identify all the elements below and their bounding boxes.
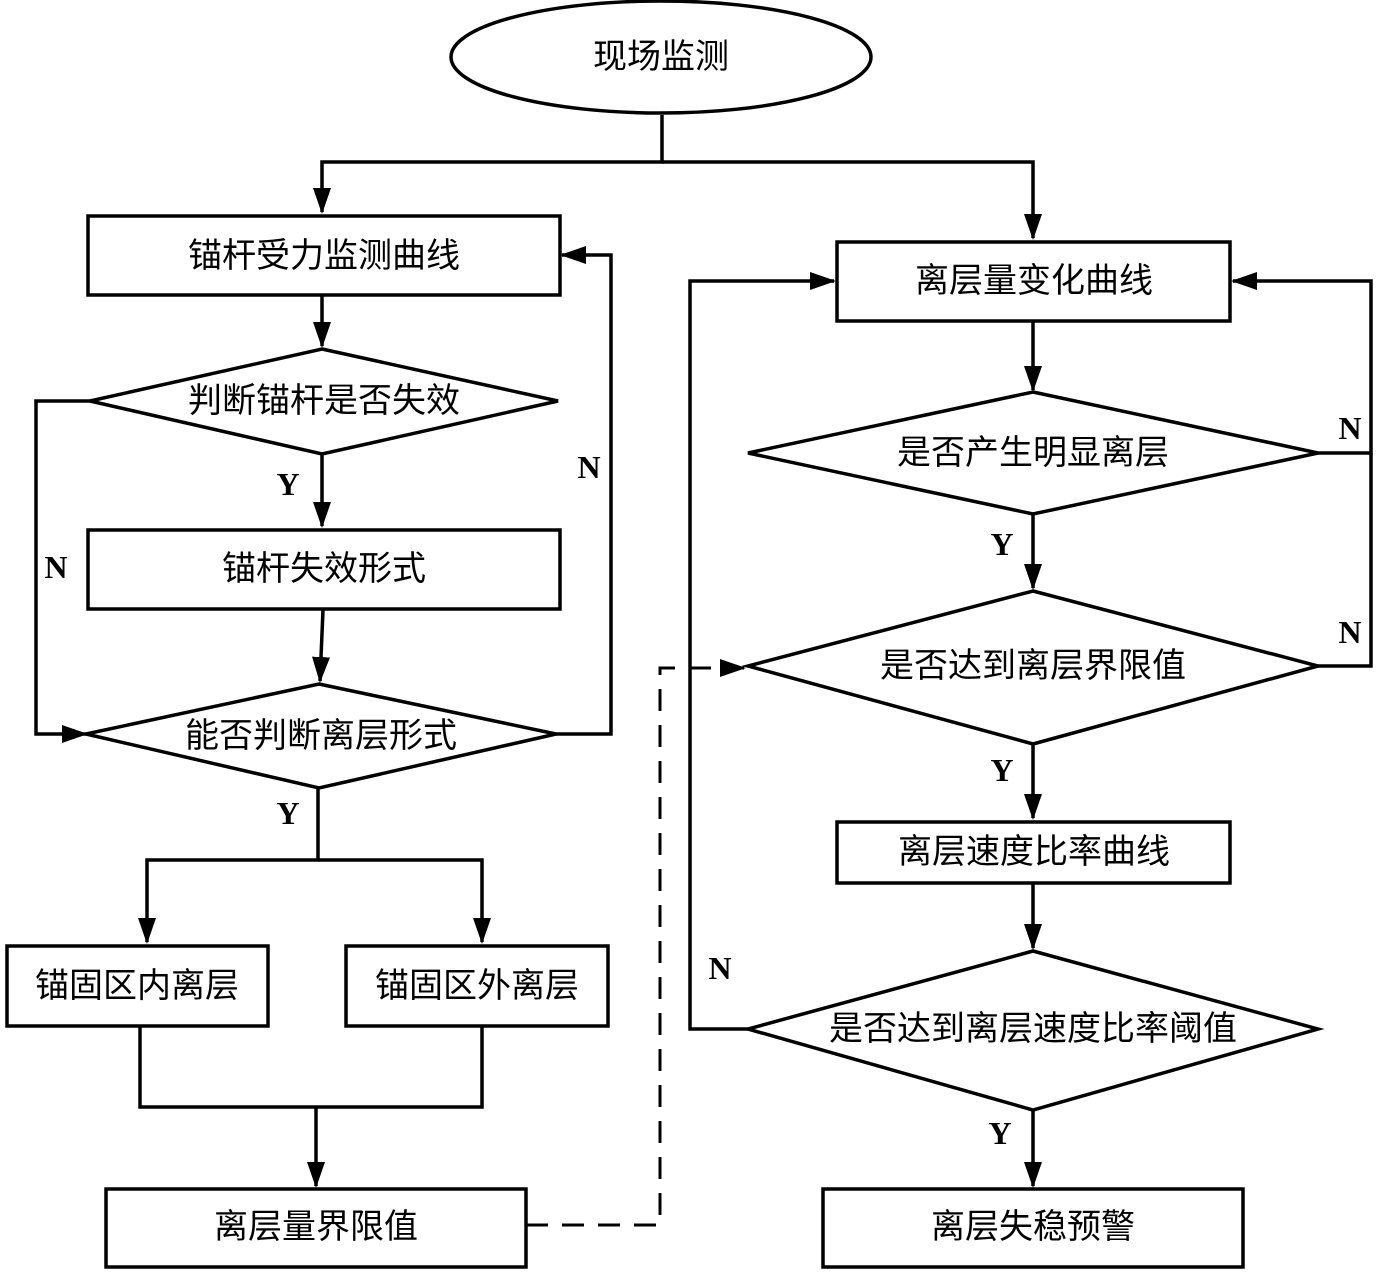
label-obvious-yes: Y [990,526,1013,562]
sep-form-decision-label: 能否判断离层形式 [185,716,457,756]
edge-start-right [662,162,1033,238]
inside-zone-label: 锚固区内离层 [35,966,239,1006]
label-bolt-fail-no: N [44,549,67,585]
label-limit-no: N [1338,614,1361,650]
bolt-fail-decision-label: 判断锚杆是否失效 [188,381,460,421]
warning-label: 离层失稳预警 [931,1207,1135,1247]
outside-zone-label: 锚固区外离层 [375,966,579,1006]
edge-fail-form-to-sep-q [320,610,323,681]
edge-zones-merge [140,1026,482,1107]
sep-curve-label: 离层量变化曲线 [915,261,1153,301]
label-limit-yes: Y [990,752,1013,788]
label-obvious-no: N [1338,410,1361,446]
rate-curve-label: 离层速度比率曲线 [898,832,1170,872]
sep-limit-label: 离层量界限值 [214,1207,418,1247]
obvious-sep-decision-label: 是否产生明显离层 [897,433,1169,473]
bolt-curve-label: 锚杆受力监测曲线 [188,236,460,276]
label-rate-yes: Y [988,1115,1011,1151]
bolt-fail-form-label: 锚杆失效形式 [222,549,426,589]
reach-limit-decision-label: 是否达到离层界限值 [880,646,1186,686]
edge-start-split [322,115,662,212]
edge-sep-q-yes-right [318,860,482,942]
label-rate-no: N [708,950,731,986]
label-bolt-fail-yes: Y [276,466,299,502]
label-sep-form-no: N [577,449,600,485]
start-node-label: 现场监测 [593,37,729,77]
reach-rate-decision-label: 是否达到离层速度比率阈值 [829,1009,1237,1049]
edge-sep-q-no [556,255,611,734]
label-sep-form-yes: Y [276,795,299,831]
nodes: 现场监测 锚杆受力监测曲线 判断锚杆是否失效 锚杆失效形式 能否判断离层形式 锚… [7,1,1318,1267]
